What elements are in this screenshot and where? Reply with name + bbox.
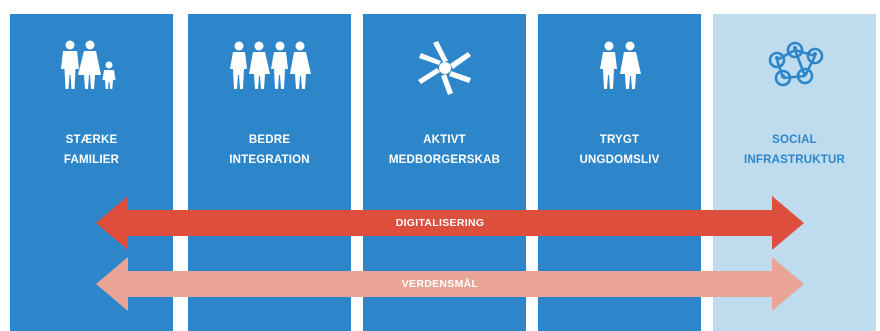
column-label: BEDRE INTEGRATION xyxy=(192,130,347,170)
joined-hands-icon xyxy=(363,40,526,95)
column-staerke-familier: STÆRKE FAMILIER xyxy=(10,14,173,331)
column-label: STÆRKE FAMILIER xyxy=(14,130,169,170)
network-icon xyxy=(713,40,876,92)
column-label-line1: TRYGT xyxy=(599,134,640,146)
digitalisering-arrow: DIGITALISERING xyxy=(0,196,880,250)
verdensmaal-arrow: VERDENSMÅL xyxy=(0,257,880,311)
column-label-line1: STÆRKE xyxy=(65,134,118,146)
column-label: AKTIVT MEDBORGERSKAB xyxy=(367,130,522,170)
column-label: SOCIAL INFRASTRUKTUR xyxy=(717,130,872,170)
column-label-line2: FAMILIER xyxy=(63,154,120,166)
verdensmaal-arrow-shape xyxy=(96,257,804,311)
column-label-line2: MEDBORGERSKAB xyxy=(388,154,501,166)
column-label-line1: BEDRE xyxy=(248,134,291,146)
family-icon xyxy=(10,40,173,92)
column-label-line2: INFRASTRUKTUR xyxy=(744,154,845,166)
column-label-line1: AKTIVT xyxy=(423,134,466,146)
column-label: TRYGT UNGDOMSLIV xyxy=(542,130,697,170)
group-icon xyxy=(188,40,351,92)
column-label-line2: INTEGRATION xyxy=(229,154,310,166)
column-label-line2: UNGDOMSLIV xyxy=(579,154,660,166)
column-label-line1: SOCIAL xyxy=(772,134,817,146)
arrow-label: VERDENSMÅL xyxy=(401,278,479,290)
digitalisering-arrow-shape xyxy=(96,196,804,250)
couple-icon xyxy=(538,40,701,92)
arrow-label: DIGITALISERING xyxy=(395,217,485,229)
